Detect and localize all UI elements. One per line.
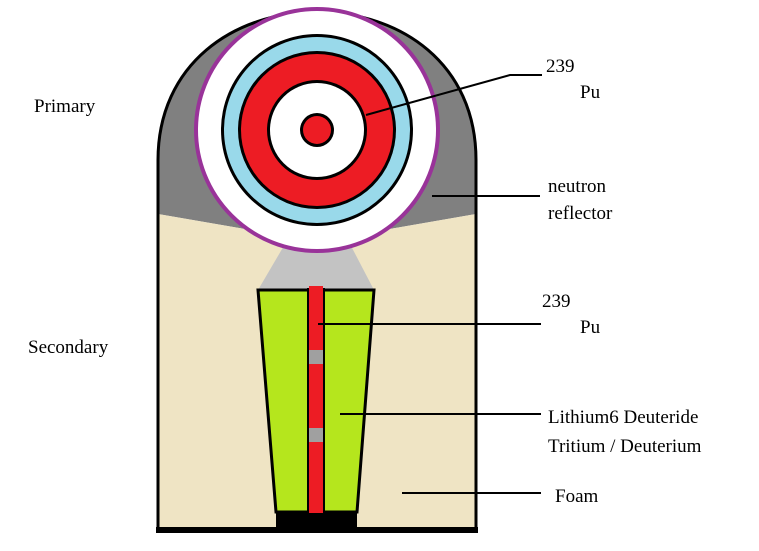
label-reflector-line2: reflector [548, 203, 613, 224]
label-pu-bottom-mass: 239 [542, 291, 571, 312]
label-secondary: Secondary [28, 337, 109, 358]
pit-core [303, 116, 331, 144]
spark-plug-tip [309, 286, 323, 294]
label-fuel-line1: Lithium6 Deuteride [548, 407, 698, 428]
label-foam: Foam [555, 486, 599, 507]
label-fuel-line2: Tritium / Deuterium [548, 436, 702, 457]
label-reflector-line1: neutron [548, 176, 607, 197]
spark-plug-gray-segment [309, 428, 323, 442]
spark-plug-rod [307, 288, 325, 515]
label-pu-top-mass: 239 [546, 56, 575, 77]
interstage-funnel [258, 244, 374, 290]
label-pu-bottom-symbol: Pu [580, 317, 601, 338]
spark-plug-gray-segment [309, 350, 323, 364]
label-primary: Primary [34, 96, 96, 117]
leader-line-pu-top [365, 74, 542, 116]
secondary-base [276, 512, 357, 530]
label-pu-top-symbol: Pu [580, 82, 601, 103]
